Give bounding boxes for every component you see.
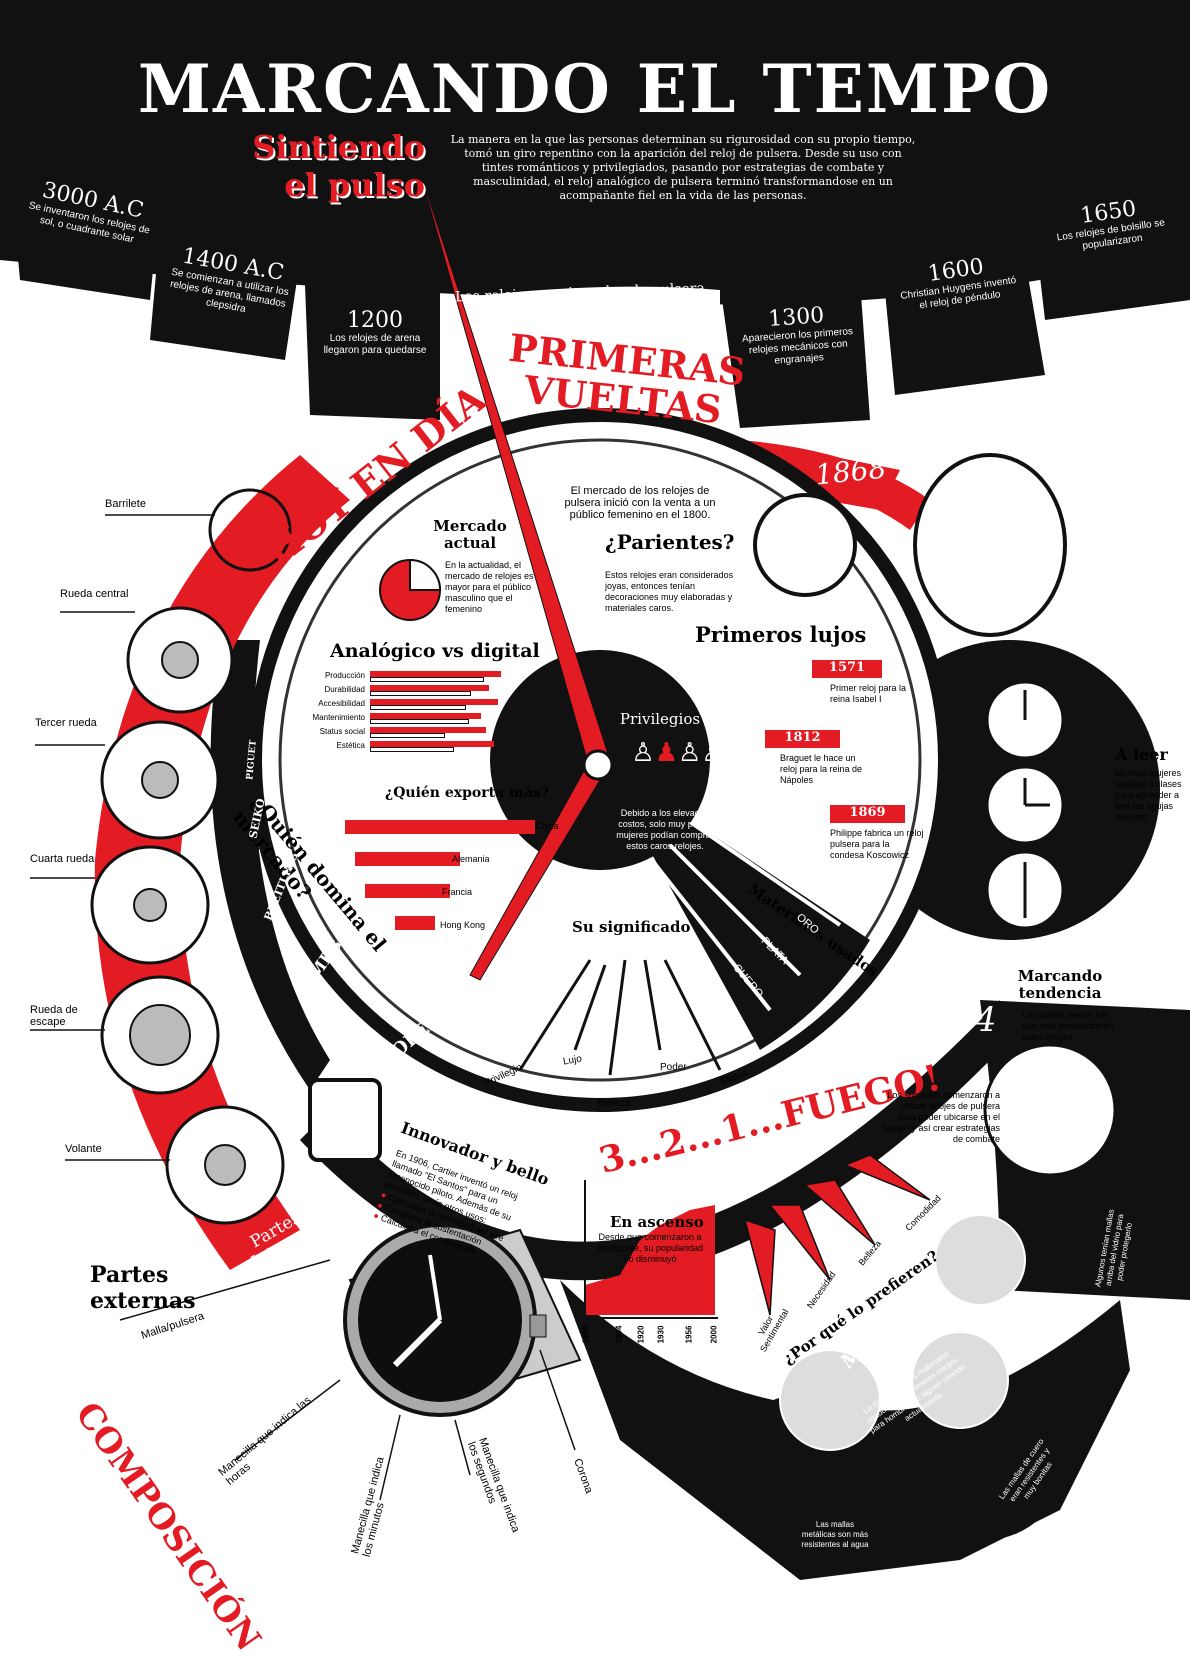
privilegios-title: Privilegios — [619, 710, 701, 728]
privilegios-text: Debido a los elevados costos, solo muy p… — [616, 808, 714, 851]
wristwatch-illustration — [343, 1223, 582, 1417]
subtitle-line2: el pulso — [284, 166, 425, 204]
analog-bar-red — [370, 699, 498, 705]
mercado-title: Mercado actual — [433, 517, 507, 552]
page-title-wrap: MARCANDO EL TEMPO — [0, 50, 1190, 128]
timeline-year: 1200 — [347, 308, 403, 333]
analog-row: Producción — [300, 670, 550, 682]
page-title: MARCANDO EL TEMPO — [137, 50, 1053, 128]
exporta-title: ¿Quién exporta más? — [385, 785, 549, 801]
mercado-text: En la actualidad, el mercado de relojes … — [445, 560, 534, 614]
year-1904: 1904 — [910, 1000, 997, 1040]
analog-label: Estética — [336, 741, 365, 750]
analog-bar-red — [370, 671, 501, 677]
significado-title: Su significado — [572, 918, 691, 936]
analog-label: Accesibilidad — [318, 699, 365, 708]
lujo-year: 1812 — [784, 730, 821, 745]
leer-title: A leer — [1115, 745, 1168, 764]
ascenso-tick: 2000 — [709, 1325, 719, 1344]
lujo-badge: 1812 — [765, 730, 840, 748]
analog-bar-red — [370, 713, 481, 719]
analog-bar-outline — [370, 719, 469, 724]
marcando-text: Los pilotos fueron los que más populariz… — [1022, 1010, 1114, 1042]
background-art — [0, 0, 1190, 1580]
export-label: Alemania — [452, 854, 490, 864]
lujo-text: Philippe fabrica un reloj pulsera para l… — [830, 828, 924, 860]
export-label: Hong Kong — [440, 920, 486, 930]
parientes-title: ¿Parientes? — [605, 530, 735, 554]
lujo-badge: 1571 — [812, 660, 882, 678]
timeline-item: 1300 Aparecieron los primeros relojes me… — [738, 301, 857, 370]
ascenso-tick: 1800 — [581, 1325, 591, 1344]
analog-bar-red — [370, 685, 489, 691]
metal-text: Las mallas metálicas son más resistentes… — [801, 1520, 869, 1549]
ascenso-tick: 1904 — [614, 1325, 624, 1344]
export-label: Francia — [442, 887, 473, 897]
analog-row: Durabilidad — [300, 684, 550, 696]
analog-bar-red — [370, 741, 495, 747]
analog-bar-outline — [370, 691, 471, 696]
leer-text: Muchas mujeres asistían a clases para ap… — [1115, 768, 1182, 822]
lujo-year: 1571 — [828, 660, 866, 675]
parte-interna: Volante — [65, 1143, 102, 1155]
analog-bar-outline — [370, 733, 446, 738]
primeras-intro: El mercado de los relojes de pulsera ini… — [564, 485, 716, 521]
parte-interna: Rueda central — [60, 588, 129, 600]
timeline-item: 1200 Los relojes de arena llegaron para … — [320, 308, 430, 357]
ascenso-text: Desde que comenzaron a producirse, su po… — [596, 1232, 704, 1264]
ascenso-tick: 1956 — [684, 1325, 694, 1344]
analog-label: Durabilidad — [324, 685, 365, 694]
analog-bar-outline — [370, 705, 466, 710]
analog-bar-outline — [370, 747, 454, 752]
analog-row: Status social — [300, 726, 550, 738]
ascenso-tick: 1920 — [636, 1325, 646, 1344]
significado-item: Poder — [660, 1062, 687, 1073]
analog-row: Estética — [300, 740, 550, 752]
lujos-title: Primeros lujos — [695, 622, 867, 647]
export-label: China — [535, 821, 559, 831]
parte-interna: Cuarta rueda — [30, 853, 95, 865]
subtitle: Sintiendo el pulso — [225, 128, 425, 204]
exports-chart — [345, 820, 535, 930]
analog-bar-red — [370, 727, 486, 733]
analog-row: Accesibilidad — [300, 698, 550, 710]
header-band — [0, 0, 1190, 305]
parte-interna: Rueda de escape — [30, 1004, 78, 1028]
parte-interna: Barrilete — [105, 498, 146, 510]
lujo-year: 1869 — [849, 805, 886, 820]
ascenso-title: En ascenso — [610, 1213, 704, 1231]
timeline-text: Los relojes de arena llegaron para queda… — [323, 333, 427, 356]
analog-label: Mantenimiento — [312, 713, 365, 722]
analog-bar-outline — [370, 677, 485, 682]
analog-label: Producción — [324, 671, 365, 680]
intro-text: La manera en la que las personas determi… — [450, 133, 916, 202]
soldados-text: Los soldados comenzaron a utilizar reloj… — [881, 1090, 1000, 1144]
cartier-watch — [308, 1078, 382, 1162]
lujo-text: Braguet le hace un reloj para la reina d… — [780, 753, 863, 785]
privilegios-icons: ♙♟♙♙ — [631, 738, 725, 768]
subtitle-line1: Sintiendo — [252, 128, 425, 166]
ascenso-chart — [584, 1180, 718, 1319]
analog-title: Analógico vs digital — [330, 640, 540, 662]
analog-row: Mantenimiento — [300, 712, 550, 724]
mercado-pie — [379, 558, 442, 621]
analog-label: Status social — [319, 727, 365, 736]
marcando-title: Marcando tendencia — [1017, 967, 1103, 1002]
significado-item: Belleza — [598, 1098, 631, 1109]
lujo-text: Primer reloj para la reina Isabel I — [830, 683, 907, 704]
externas-title: Partes externas — [90, 1262, 196, 1314]
ascenso-tick: 1930 — [656, 1325, 666, 1344]
lujo-badge: 1869 — [830, 805, 905, 823]
parientes-text: Estos relojes eran considerados joyas, e… — [605, 570, 734, 613]
parte-interna: Tercer rueda — [35, 717, 97, 729]
